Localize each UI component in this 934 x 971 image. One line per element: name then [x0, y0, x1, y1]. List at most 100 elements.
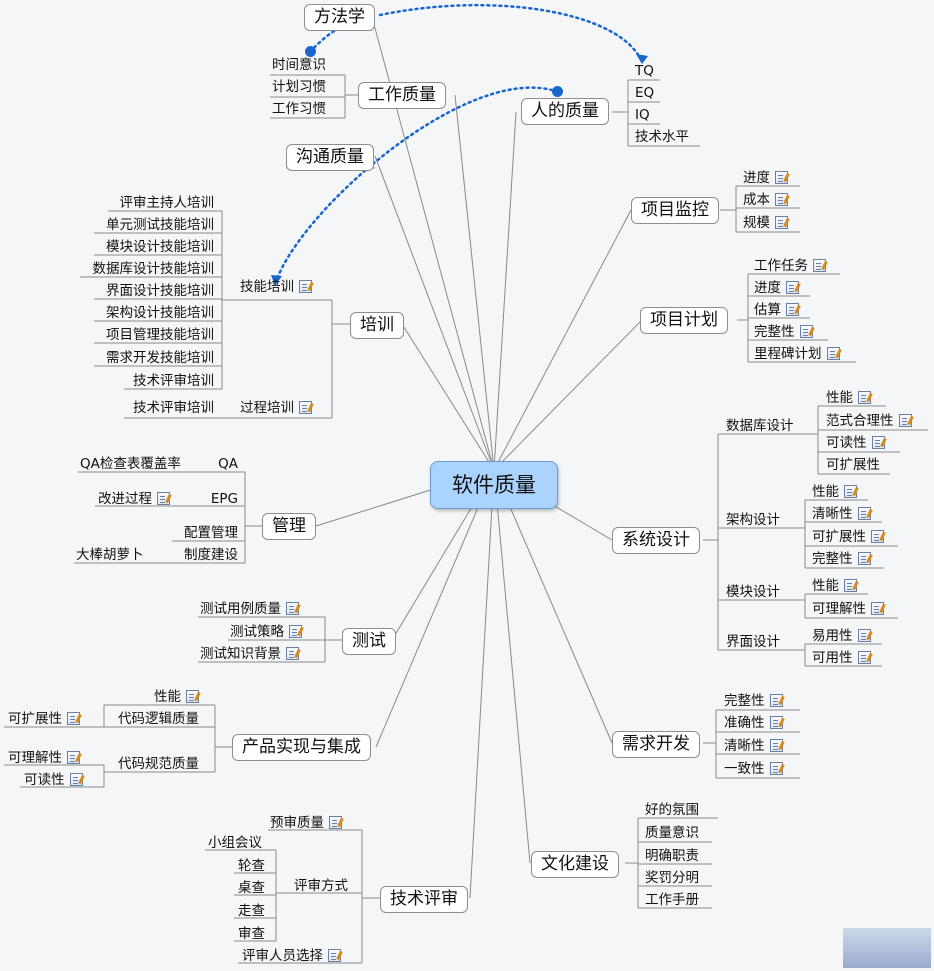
note-icon[interactable]: [857, 507, 871, 520]
leaf-arch-completeness[interactable]: 完整性: [812, 550, 871, 568]
note-icon[interactable]: [329, 816, 342, 829]
leaf-test-case-quality[interactable]: 测试用例质量: [200, 600, 299, 618]
leaf-req-clarity[interactable]: 清晰性: [724, 737, 783, 755]
leaf-improve-process[interactable]: 改进过程: [98, 490, 170, 508]
note-icon[interactable]: [871, 530, 884, 543]
leaf-review-method-item[interactable]: 小组会议: [208, 835, 262, 851]
leaf-performance[interactable]: 性能: [154, 688, 199, 706]
leaf-training-item[interactable]: 项目管理技能培训: [106, 327, 214, 343]
note-icon[interactable]: [67, 751, 80, 764]
node-communication-quality[interactable]: 沟通质量: [286, 144, 374, 171]
leaf-reward-punish[interactable]: 奖罚分明: [645, 870, 699, 886]
note-icon[interactable]: [775, 216, 788, 229]
leaf-training-item[interactable]: 单元测试技能培训: [106, 217, 214, 233]
leaf-req-completeness[interactable]: 完整性: [724, 692, 783, 710]
leaf-training-item[interactable]: 需求开发技能培训: [106, 350, 214, 366]
root-node[interactable]: 软件质量: [430, 461, 558, 509]
leaf-carrot-stick[interactable]: 大棒胡萝卜: [76, 547, 144, 563]
leaf-training-item[interactable]: 技术评审培训: [133, 400, 214, 416]
leaf-tech-level[interactable]: 技术水平: [635, 129, 689, 145]
note-icon[interactable]: [286, 647, 299, 660]
leaf-db-performance[interactable]: 性能: [826, 389, 871, 407]
node-project-planning[interactable]: 项目计划: [640, 307, 728, 334]
leaf-clear-duties[interactable]: 明确职责: [645, 848, 699, 864]
note-icon[interactable]: [775, 193, 788, 206]
node-system-design[interactable]: 系统设计: [612, 527, 700, 554]
leaf-cost[interactable]: 成本: [743, 191, 788, 209]
leaf-arch-performance[interactable]: 性能: [812, 483, 857, 501]
node-testing[interactable]: 测试: [342, 628, 396, 655]
note-icon[interactable]: [157, 492, 170, 505]
leaf-eq[interactable]: EQ: [635, 85, 655, 101]
leaf-db-extensibility[interactable]: 可扩展性: [826, 457, 880, 473]
leaf-review-method[interactable]: 评审方式: [294, 878, 348, 894]
leaf-architecture-design[interactable]: 架构设计: [726, 512, 780, 528]
node-management[interactable]: 管理: [262, 513, 316, 540]
leaf-training-item[interactable]: 数据库设计技能培训: [92, 261, 215, 277]
note-icon[interactable]: [67, 712, 80, 725]
leaf-quality-awareness[interactable]: 质量意识: [645, 825, 699, 841]
note-icon[interactable]: [799, 325, 813, 338]
note-icon[interactable]: [844, 485, 857, 498]
leaf-work-habit[interactable]: 工作习惯: [272, 101, 326, 117]
note-icon[interactable]: [844, 579, 857, 592]
leaf-module-design[interactable]: 模块设计: [726, 584, 780, 600]
leaf-qa[interactable]: QA: [218, 456, 238, 472]
leaf-database-design[interactable]: 数据库设计: [726, 418, 794, 434]
note-icon[interactable]: [871, 602, 884, 615]
node-requirements[interactable]: 需求开发: [612, 731, 700, 758]
leaf-review-method-item[interactable]: 桌查: [238, 880, 265, 896]
note-icon[interactable]: [826, 347, 840, 360]
leaf-review-method-item[interactable]: 审查: [238, 926, 265, 942]
leaf-usability[interactable]: 可用性: [812, 649, 871, 667]
note-icon[interactable]: [328, 949, 341, 962]
leaf-extensibility[interactable]: 可扩展性: [8, 710, 80, 728]
note-icon[interactable]: [898, 414, 912, 427]
leaf-policy-building[interactable]: 制度建设: [184, 547, 238, 563]
leaf-arch-clarity[interactable]: 清晰性: [812, 505, 871, 523]
leaf-training-item[interactable]: 模块设计技能培训: [106, 239, 214, 255]
note-icon[interactable]: [769, 716, 783, 729]
leaf-training-item[interactable]: 界面设计技能培训: [106, 283, 214, 299]
leaf-plan-progress[interactable]: 进度: [754, 279, 799, 297]
leaf-reviewer-selection[interactable]: 评审人员选择: [242, 947, 341, 965]
leaf-normalization[interactable]: 范式合理性: [826, 412, 912, 430]
note-icon[interactable]: [786, 281, 799, 294]
note-icon[interactable]: [299, 401, 312, 414]
leaf-work-task[interactable]: 工作任务: [754, 257, 826, 275]
leaf-planning-habit[interactable]: 计划习惯: [272, 79, 326, 95]
note-icon[interactable]: [858, 391, 871, 404]
note-icon[interactable]: [769, 694, 783, 707]
leaf-work-manual[interactable]: 工作手册: [645, 892, 699, 908]
node-training[interactable]: 培训: [350, 312, 404, 339]
leaf-training-item[interactable]: 评审主持人培训: [119, 195, 215, 211]
leaf-epg[interactable]: EPG: [210, 491, 238, 507]
node-project-monitoring[interactable]: 项目监控: [631, 197, 719, 224]
note-icon[interactable]: [186, 690, 199, 703]
node-work-quality[interactable]: 工作质量: [358, 82, 446, 109]
leaf-tq[interactable]: TQ: [635, 63, 654, 79]
leaf-config-management[interactable]: 配置管理: [184, 525, 238, 541]
leaf-req-consistency[interactable]: 一致性: [724, 760, 783, 778]
note-icon[interactable]: [775, 171, 788, 184]
leaf-time-awareness[interactable]: 时间意识: [272, 57, 326, 73]
note-icon[interactable]: [299, 280, 312, 293]
note-icon[interactable]: [857, 629, 871, 642]
note-icon[interactable]: [786, 303, 799, 316]
leaf-ui-design[interactable]: 界面设计: [726, 634, 780, 650]
leaf-code-convention[interactable]: 代码规范质量: [118, 756, 199, 772]
note-icon[interactable]: [69, 773, 83, 786]
node-tech-review[interactable]: 技术评审: [380, 886, 468, 913]
node-people-quality[interactable]: 人的质量: [521, 98, 609, 125]
leaf-prereview-quality[interactable]: 预审质量: [270, 814, 342, 832]
leaf-test-strategy[interactable]: 测试策略: [230, 623, 302, 641]
note-icon[interactable]: [857, 552, 871, 565]
note-icon[interactable]: [286, 602, 299, 615]
leaf-module-performance[interactable]: 性能: [812, 577, 857, 595]
note-icon[interactable]: [857, 651, 871, 664]
note-icon[interactable]: [769, 739, 783, 752]
leaf-review-method-item[interactable]: 轮查: [238, 858, 265, 874]
leaf-understandability[interactable]: 可理解性: [8, 749, 80, 767]
leaf-test-knowledge[interactable]: 测试知识背景: [200, 645, 299, 663]
leaf-scale[interactable]: 规模: [743, 214, 788, 232]
